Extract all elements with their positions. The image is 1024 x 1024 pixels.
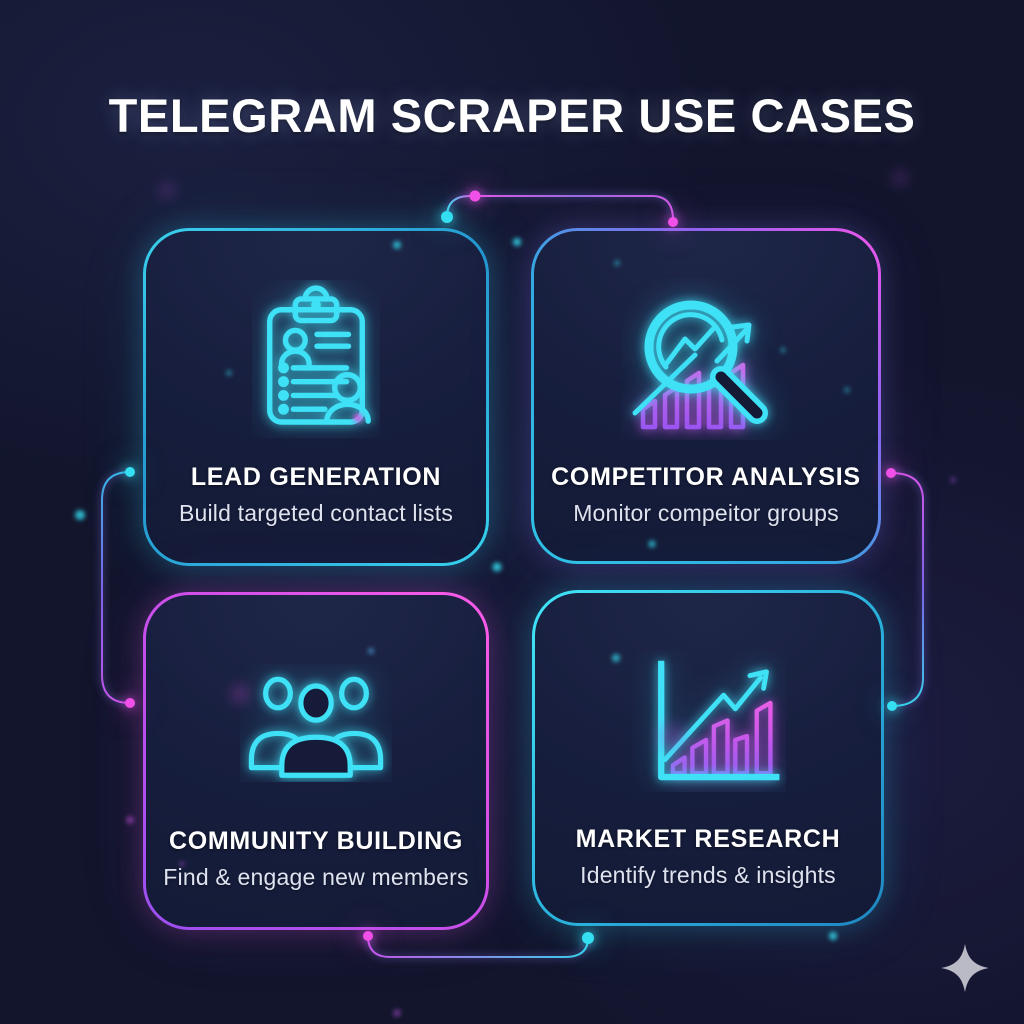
card-heading: COMPETITOR ANALYSIS [551, 463, 861, 491]
card-subtitle: Monitor compeitor groups [573, 500, 839, 526]
growth-chart-arrow-icon [630, 623, 786, 819]
card-competitor-analysis: COMPETITOR ANALYSIS Monitor compeitor gr… [531, 228, 881, 564]
card-community-building: COMMUNITY BUILDING Find & engage new mem… [143, 592, 489, 930]
card-heading: MARKET RESEARCH [575, 825, 841, 853]
card-heading: LEAD GENERATION [190, 463, 442, 491]
page-title: TELEGRAM SCRAPER USE CASES [108, 89, 916, 142]
magnifier-bar-chart-icon [621, 261, 791, 457]
card-heading: COMMUNITY BUILDING [168, 827, 464, 855]
card-market-research: MARKET RESEARCH Identify trends & insigh… [532, 590, 884, 926]
card-subtitle: Build targeted contact lists [178, 500, 454, 526]
card-lead-generation: LEAD GENERATION Build targeted contact l… [143, 228, 489, 566]
card-lead-generation-body: LEAD GENERATION Build targeted contact l… [146, 231, 486, 563]
people-group-icon [240, 625, 392, 821]
clipboard-contact-list-icon [252, 261, 380, 457]
card-subtitle: Identify trends & insights [580, 862, 836, 888]
sparkle-icon [941, 944, 989, 992]
card-competitor-analysis-body: COMPETITOR ANALYSIS Monitor compeitor gr… [534, 231, 878, 561]
card-subtitle: Find & engage new members [163, 864, 469, 890]
card-community-building-body: COMMUNITY BUILDING Find & engage new mem… [146, 595, 486, 927]
card-market-research-body: MARKET RESEARCH Identify trends & insigh… [535, 593, 881, 923]
